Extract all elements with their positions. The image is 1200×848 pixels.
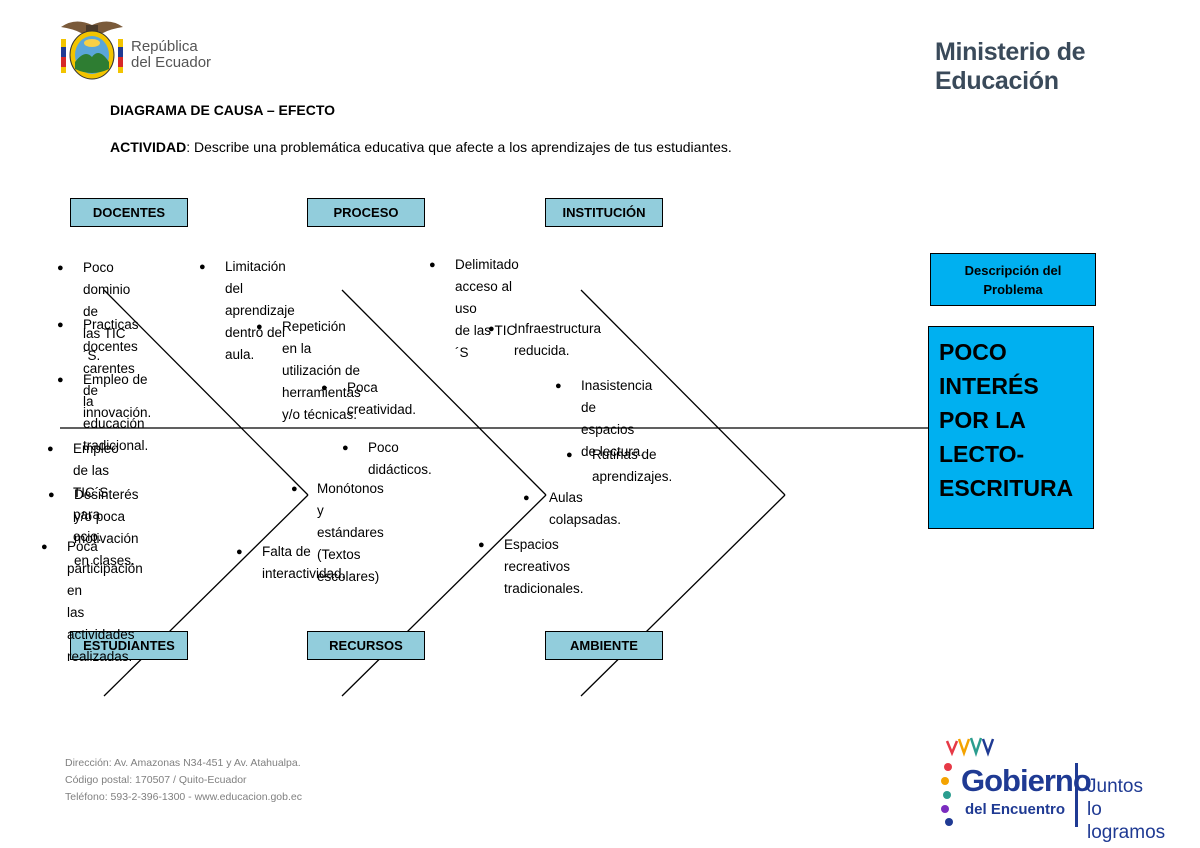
bullet-icon: ● (523, 492, 530, 504)
problem-box: POCO INTERÉS POR LA LECTO- ESCRITURA (928, 326, 1094, 529)
republica-ecuador-logo: República del Ecuador (55, 17, 235, 83)
category-recursos: RECURSOS (307, 631, 425, 660)
category-ambiente: AMBIENTE (545, 631, 663, 660)
coat-of-arms-icon (61, 21, 123, 80)
cause-text: Poca creatividad. (347, 380, 417, 417)
cause-text: Poco didácticos. (368, 440, 432, 477)
category-docentes: DOCENTES (70, 198, 188, 227)
cause-text: Empleo de las TIC´S para ocio. (73, 441, 119, 544)
bullet-icon: ● (488, 323, 495, 335)
bullet-icon: ● (48, 489, 55, 501)
rib-recursos (341, 494, 547, 697)
bullet-icon: ● (478, 539, 485, 551)
footer-phone: Teléfono: 593-2-396-1300 - www.educacion… (65, 791, 302, 803)
cause-text: Monótonos y estándares (Textos escolares… (317, 481, 384, 584)
bullet-icon: ● (41, 541, 48, 553)
problem-description-text: Descripción del Problema (964, 262, 1062, 297)
activity-line: ACTIVIDAD: Describe una problemática edu… (110, 139, 732, 155)
bullet-icon: ● (429, 259, 436, 271)
rib-ambiente (580, 494, 786, 697)
footer-address: Dirección: Av. Amazonas N34-451 y Av. At… (65, 757, 301, 769)
cause-text: Desinterés y/o poca motivación en clases… (74, 487, 139, 568)
gobierno-slogan: Juntos lo logramos (1087, 776, 1166, 843)
cause-text: Aulas colapsadas. (549, 490, 622, 527)
gobierno-chevrons-icon (945, 737, 995, 757)
bullet-icon: ● (566, 449, 573, 461)
category-proceso: PROCESO (307, 198, 425, 227)
rib-proceso (341, 289, 547, 496)
problem-description-label: Descripción del Problema (930, 253, 1096, 306)
cause-text: Practicas docentes carentes de innovació… (83, 317, 152, 420)
activity-text: : Describe una problemática educativa qu… (186, 139, 732, 155)
republica-logo-text: República del Ecuador (131, 38, 212, 71)
ministry-title: Ministerio de Educación (935, 38, 1086, 95)
gobierno-dots-icon (941, 763, 953, 826)
bullet-icon: ● (47, 443, 54, 455)
bullet-icon: ● (555, 380, 562, 392)
rib-estudiantes (103, 494, 309, 697)
cause-text: Rutinas de aprendizajes. (592, 447, 673, 484)
cause-text: Inasistencia de espacios de lectura. (581, 378, 653, 459)
category-estudiantes: ESTUDIANTES (70, 631, 188, 660)
diagram-title: DIAGRAMA DE CAUSA – EFECTO (110, 102, 336, 118)
cause-text: Infraestructura reducida. (514, 321, 602, 358)
gobierno-sub: del Encuentro (965, 801, 1066, 818)
cause-text: Repetición en la utilización de herramie… (282, 319, 361, 422)
gobierno-logo: Gobierno del Encuentro Juntos lo logramo… (935, 735, 1185, 843)
activity-label: ACTIVIDAD (110, 139, 187, 155)
bullet-icon: ● (57, 262, 64, 274)
cause-text: Delimitado acceso al uso de las TIC´S (455, 257, 519, 360)
bullet-icon: ● (291, 483, 298, 495)
bullet-icon: ● (256, 321, 263, 333)
bullet-icon: ● (57, 319, 64, 331)
bullet-icon: ● (57, 374, 64, 386)
rib-institucion (580, 289, 786, 496)
bullet-icon: ● (236, 546, 243, 558)
gobierno-name: Gobierno (961, 763, 1092, 798)
footer-address-block: Dirección: Av. Amazonas N34-451 y Av. At… (65, 755, 302, 806)
cause-text: Empleo de la educación tradicional. (83, 372, 149, 453)
cause-text: Espacios recreativos tradicionales. (504, 537, 584, 596)
cause-text: Poca participación en las actividades re… (67, 539, 143, 664)
rib-docentes (103, 289, 309, 496)
cause-text: Poco dominio de las TIC´S. (83, 260, 131, 363)
bullet-icon: ● (342, 442, 349, 454)
cause-text: Falta de interactividad. (262, 544, 346, 581)
gobierno-divider (1075, 763, 1078, 827)
category-institucion: INSTITUCIÓN (545, 198, 663, 227)
footer-postal: Código postal: 170507 / Quito-Ecuador (65, 774, 247, 786)
cause-text: Limitación del aprendizaje dentro del au… (225, 259, 295, 362)
bullet-icon: ● (321, 382, 328, 394)
bullet-icon: ● (199, 261, 206, 273)
